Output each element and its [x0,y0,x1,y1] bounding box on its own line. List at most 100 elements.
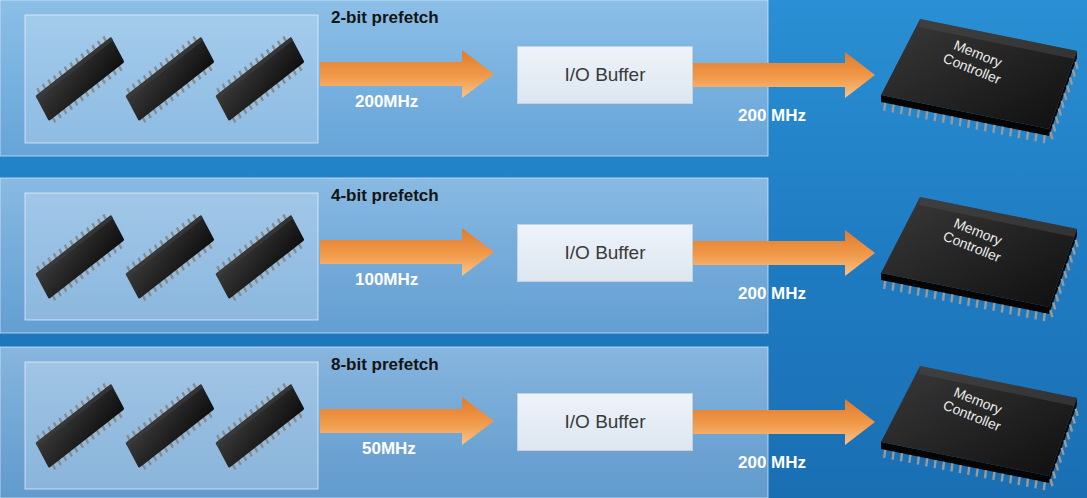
chip-pin [1067,263,1069,270]
chip-pin [1035,133,1036,141]
chip-pin [1062,448,1064,455]
chip-pin [1044,135,1045,143]
chip-pin [1064,93,1066,100]
chip-pin [943,293,944,301]
chip-pin [909,108,910,116]
buffer-box: I/O Buffer [517,46,693,104]
memory-controller-chip: Memory Controller [875,15,1080,147]
chip-pin [901,284,902,292]
chip-pin [951,294,952,302]
chip-pin [926,111,927,119]
chip-pin [960,465,961,473]
chip-pin [893,283,894,291]
chip-body [881,197,1077,307]
chip-body [881,366,1077,476]
chip-pin [1002,127,1003,135]
frequency-label: 200MHz [355,92,418,112]
row-panel [0,347,768,498]
chip-pin [977,300,978,308]
chip-pin [977,122,978,130]
buffer-box: I/O Buffer [517,224,693,282]
chip-pin [935,113,936,121]
chip-pin [926,289,927,297]
chip-pin [1053,302,1055,309]
chip-pin [1056,464,1058,471]
chip-pin [960,296,961,304]
chip-pin [909,286,910,294]
chip-pin [985,301,986,309]
chip-pin [960,118,961,126]
chip-pin [1056,117,1058,124]
chip-pin [951,116,952,124]
chip-pin [893,452,894,460]
chip-pin [1059,287,1061,294]
chip-outline [875,193,1080,325]
chip-pin [1064,440,1066,447]
chip-pin [1067,85,1069,92]
chip-pin [1035,480,1036,488]
chip-pin [968,298,969,306]
prefetch-label: 8-bit prefetch [331,355,439,375]
frequency-label: 100MHz [355,270,418,290]
chip-pin [985,470,986,478]
data-arrow [693,230,875,276]
frequency-label: 200 MHz [738,284,806,304]
row-panel [0,0,768,156]
chip-pin [918,288,919,296]
chip-pin [901,106,902,114]
frequency-label: 50MHz [362,439,416,459]
chip-pin [901,453,902,461]
chip-pin [1019,308,1020,316]
chip-pin [1076,240,1078,247]
chip-outline [875,15,1080,147]
chip-pin [1073,70,1075,77]
chip-pin [1002,305,1003,313]
chip-pin [1070,425,1072,432]
chip-pin [968,120,969,128]
chip-pin [1053,124,1055,131]
chip-pin [1064,271,1066,278]
chip-pin [1019,130,1020,138]
chip-pin [1053,471,1055,478]
chip-pin [918,457,919,465]
chip-pin [1010,306,1011,314]
chip-pin [1019,477,1020,485]
chip-pin [909,455,910,463]
memory-controller-chip: Memory Controller [875,362,1080,494]
chip-pin [1070,256,1072,263]
chip-body [881,19,1077,129]
chip-pin [1010,475,1011,483]
chip-pin [1062,101,1064,108]
chip-pin [1073,248,1075,255]
chip-pin [977,469,978,477]
row-panel [0,178,768,333]
chip-pin [935,460,936,468]
chip-pin [943,115,944,123]
frequency-label: 200 MHz [738,106,806,126]
chip-pin [951,463,952,471]
frequency-label: 200 MHz [738,453,806,473]
data-arrow [693,399,875,445]
chip-pin [1050,479,1052,486]
chip-pin [1027,479,1028,487]
chip-pin [993,125,994,133]
buffer-label: I/O Buffer [565,242,646,264]
chip-pin [884,281,885,289]
chip-pin [1027,132,1028,140]
chip-pin [985,123,986,131]
chip-pin [1050,132,1052,139]
chip-pin [935,291,936,299]
chip-pin [1044,482,1045,490]
chip-outline [875,362,1080,494]
chip-pin [968,467,969,475]
chip-pin [893,105,894,113]
prefetch-label: 2-bit prefetch [331,8,439,28]
chip-pin [918,110,919,118]
chip-pin [1035,311,1036,319]
memory-controller-chip: Memory Controller [875,193,1080,325]
chip-pin [884,103,885,111]
chip-pin [993,303,994,311]
buffer-label: I/O Buffer [565,64,646,86]
